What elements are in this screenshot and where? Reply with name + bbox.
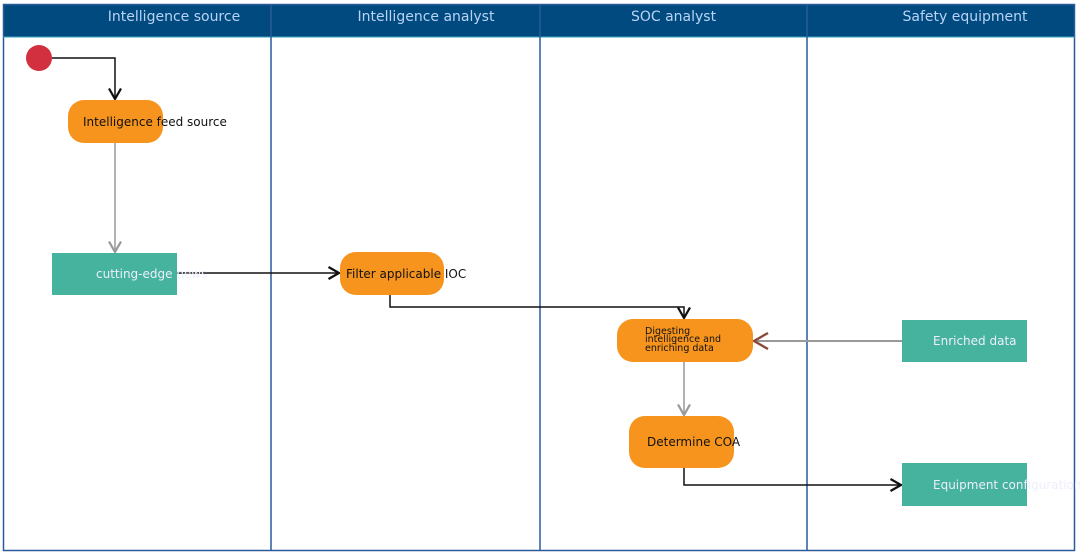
node-label: Filter applicable IOC: [346, 266, 467, 281]
lane-title: Intelligence source: [107, 9, 241, 25]
node-label: cutting-edge news: [96, 267, 208, 281]
object-news[interactable]: cutting-edge news: [52, 253, 207, 295]
node-label: Enriched data: [933, 334, 1017, 348]
lane-title: SOC analyst: [630, 9, 717, 25]
lane-title: Safety equipment: [902, 9, 1028, 25]
flow-arrow: [52, 57, 122, 102]
start-node[interactable]: [26, 45, 52, 71]
activity-determine-coa[interactable]: Determine COA: [629, 416, 740, 468]
activity-feed-source[interactable]: Intelligence feed source: [68, 100, 227, 143]
node-label: Digesting intelligence and enriching dat…: [645, 325, 722, 354]
object-enriched-data[interactable]: Enriched data: [902, 320, 1027, 362]
node-label: Intelligence feed source: [83, 114, 227, 129]
flow-arrow: [389, 295, 691, 321]
lane-title: Intelligence analyst: [357, 9, 495, 25]
pool-border: [2, 3, 1076, 552]
header-bar: [3, 4, 1075, 37]
activity-filter-ioc[interactable]: Filter applicable IOC: [340, 252, 466, 295]
object-equipment-config[interactable]: Equipment configuration: [902, 463, 1080, 506]
node-label: Determine COA: [647, 435, 741, 449]
activity-digest[interactable]: Digesting intelligence and enriching dat…: [617, 319, 753, 362]
flow-arrow: [683, 468, 904, 492]
node-label: Equipment configuration: [933, 477, 1080, 492]
